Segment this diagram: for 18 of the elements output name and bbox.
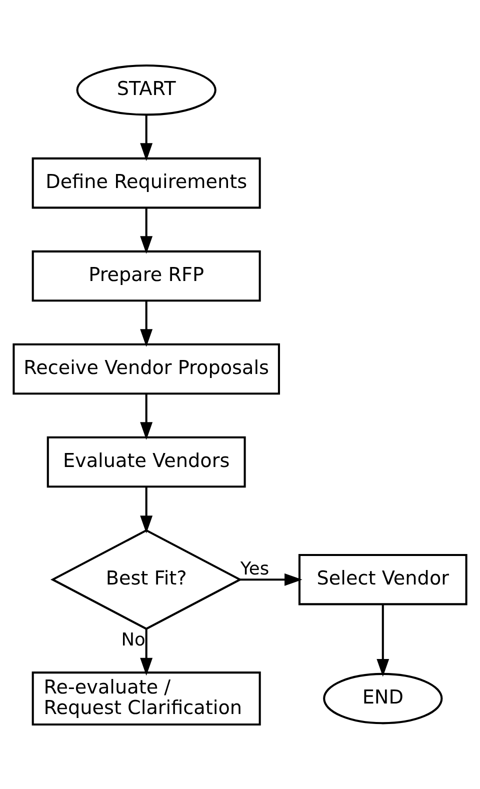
arrow <box>376 604 390 676</box>
node-ellipse: START <box>76 64 216 116</box>
edge-label: Yes <box>240 559 270 580</box>
node-box: Define Requirements <box>32 156 261 208</box>
node-box: Receive Vendor Proposals <box>12 342 280 394</box>
arrow <box>140 300 153 346</box>
node-box: Re-evaluate / Request Clarification <box>32 671 261 726</box>
node-box: Prepare RFP <box>32 250 261 302</box>
arrow <box>140 394 153 440</box>
node-ellipse: END <box>323 672 443 724</box>
arrow <box>140 486 153 533</box>
arrow <box>240 572 302 586</box>
arrow <box>140 208 153 254</box>
node-box: Evaluate Vendors <box>46 436 246 488</box>
edge-label: No <box>121 630 146 650</box>
node-box: Select Vendor <box>298 553 468 605</box>
arrow <box>140 114 153 160</box>
arrow <box>140 628 153 676</box>
